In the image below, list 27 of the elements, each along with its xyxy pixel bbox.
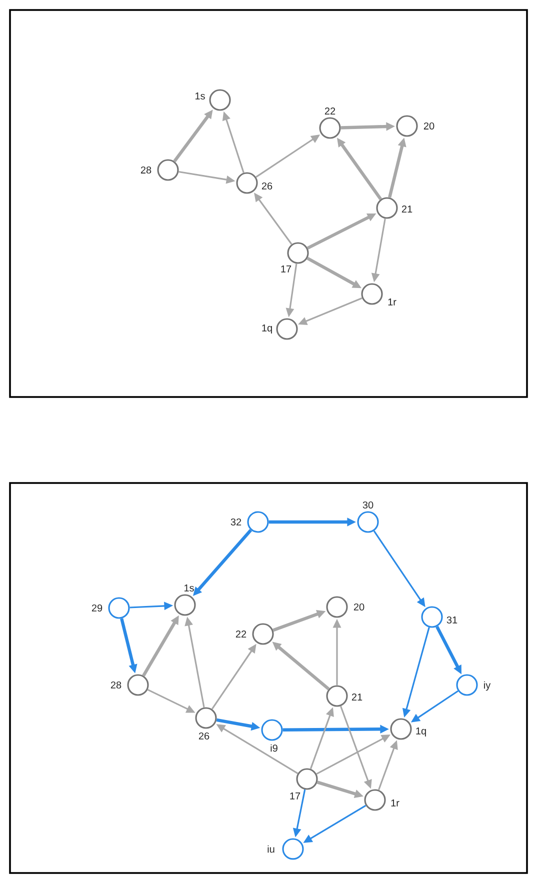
panel-frame <box>9 9 528 398</box>
node-label: 20 <box>424 122 434 130</box>
node-label: 32 <box>230 518 242 526</box>
node-label: iu <box>268 845 274 853</box>
node-label: 17 <box>281 266 292 272</box>
node-label: 17 <box>290 792 300 800</box>
node-label: 1s <box>195 92 205 100</box>
node-label: 29 <box>92 604 102 612</box>
node-label: 1r <box>391 800 400 806</box>
node-label: 1s <box>184 584 194 592</box>
node-label: 21 <box>402 206 412 212</box>
node-label: 1r <box>388 298 396 306</box>
node-label: 20 <box>354 603 364 611</box>
node-label: 22 <box>324 108 336 114</box>
node-label: iy <box>484 681 491 691</box>
node-label: 21 <box>352 694 362 700</box>
node-label: 22 <box>236 630 246 638</box>
node-label: 1q <box>262 324 272 334</box>
node-label: 30 <box>362 501 374 509</box>
panel-frame <box>9 482 528 874</box>
node-label: 26 <box>262 182 272 190</box>
node-label: 1q <box>416 728 426 736</box>
node-label: i9 <box>270 744 278 752</box>
node-label: 31 <box>446 616 458 624</box>
node-label: 26 <box>198 732 210 740</box>
node-label: 28 <box>110 681 122 689</box>
node-label: 28 <box>140 166 152 174</box>
